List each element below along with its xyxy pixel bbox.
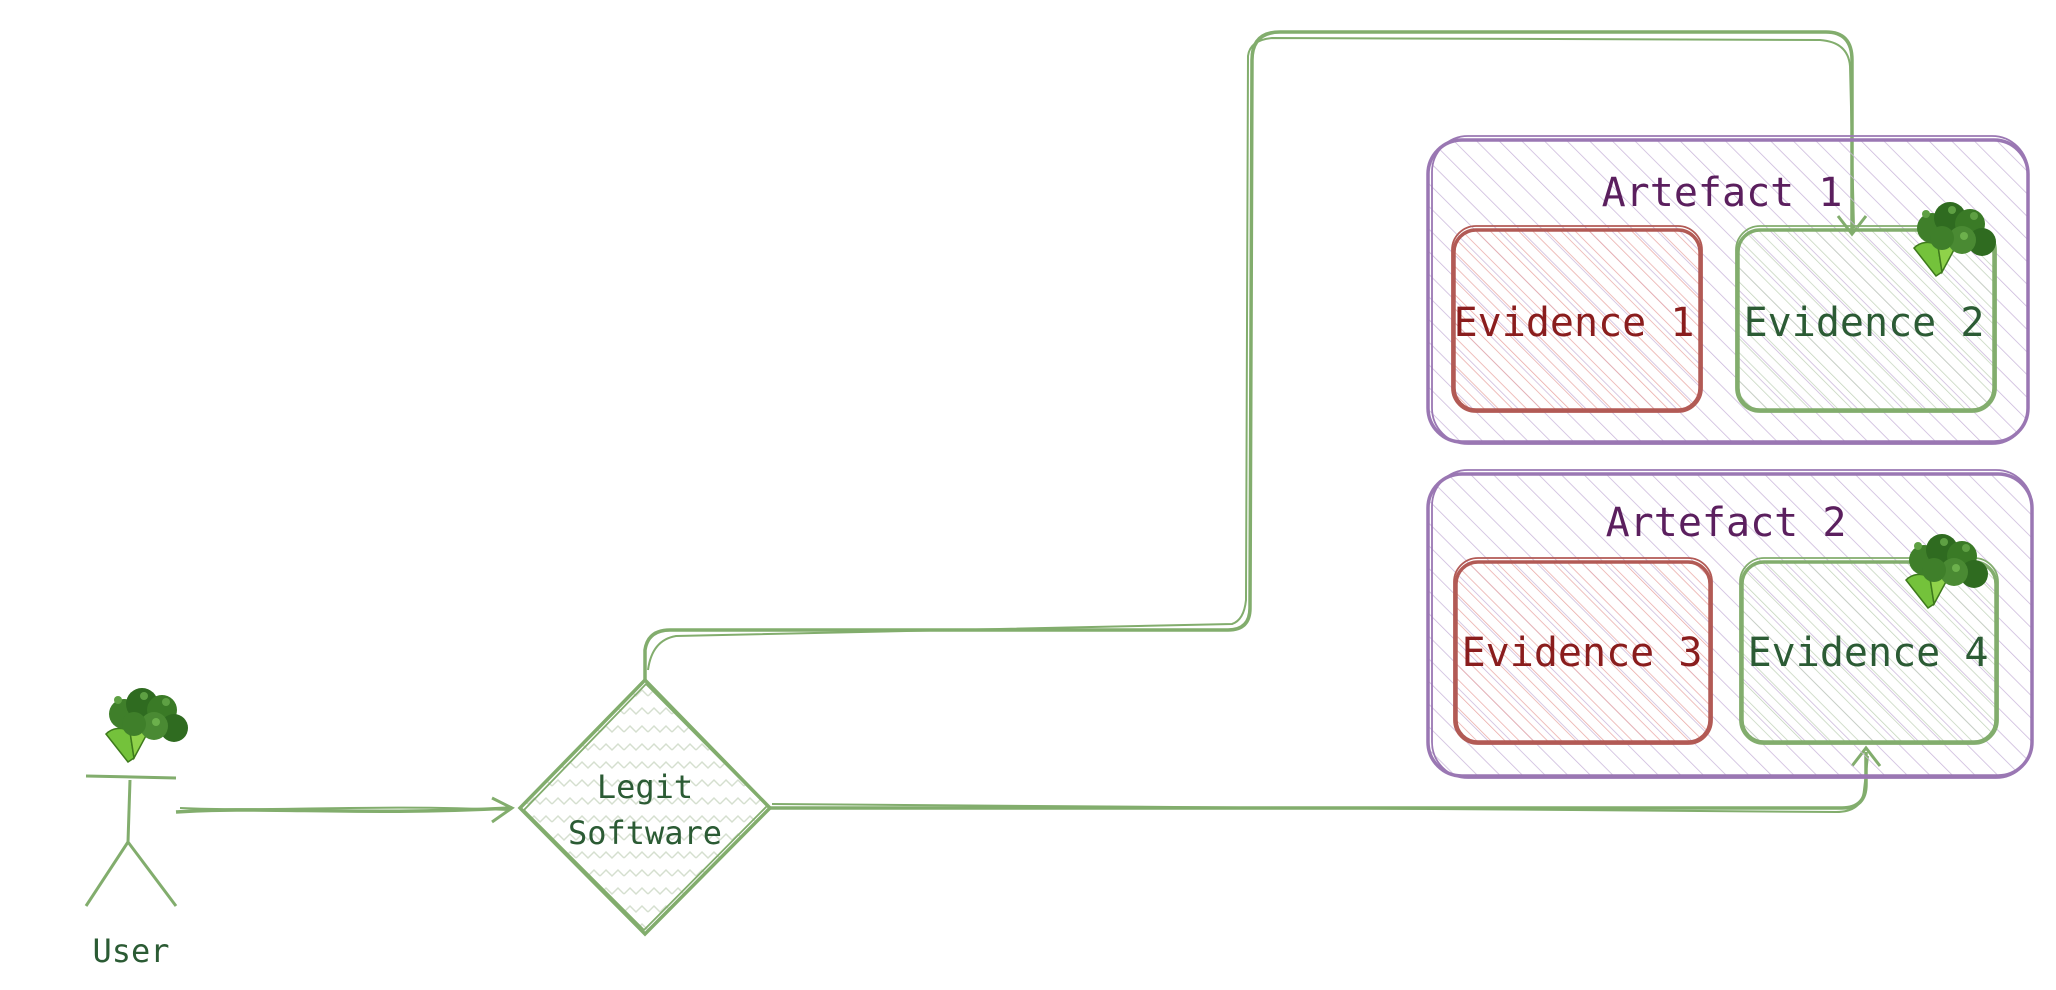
evidence-4-label: Evidence 4 xyxy=(1748,630,1989,676)
software-label-line2: Software xyxy=(568,814,722,852)
evidence-4: Evidence 4 xyxy=(1739,533,1999,745)
artefact-1-label: Artefact 1 xyxy=(1602,170,1843,216)
evidence-1-label: Evidence 1 xyxy=(1454,300,1695,346)
evidence-3-label: Evidence 3 xyxy=(1462,630,1703,676)
evidence-2: Evidence 2 xyxy=(1735,201,1997,413)
user-label: User xyxy=(92,932,169,970)
user-broccoli-icon xyxy=(105,687,189,763)
evidence-2-label: Evidence 2 xyxy=(1744,300,1985,346)
artefact-1: Artefact 1 Evidence 1 Evidence 2 xyxy=(1426,135,2030,445)
software-label-line1: Legit xyxy=(597,768,693,806)
user-actor: User xyxy=(84,687,189,970)
artefact-2: Artefact 2 Evidence 3 Evidence 4 xyxy=(1426,469,2034,779)
software-node: Legit Software xyxy=(517,677,773,937)
edge-user-to-software xyxy=(175,796,515,824)
artefact-2-label: Artefact 2 xyxy=(1606,500,1847,546)
evidence-3: Evidence 3 xyxy=(1453,557,1713,745)
evidence-1: Evidence 1 xyxy=(1451,225,1703,413)
